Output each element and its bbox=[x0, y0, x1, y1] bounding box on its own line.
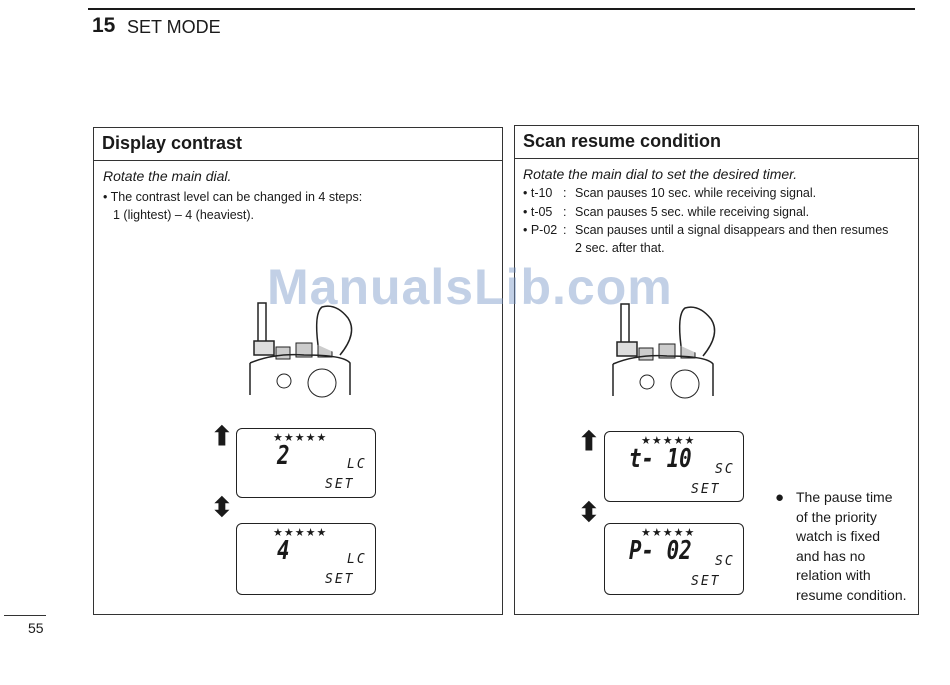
lcd-code: LC bbox=[347, 552, 367, 567]
lcd-set-label: SET bbox=[691, 482, 721, 497]
watermark: ManualsLib.com bbox=[267, 259, 673, 315]
up-down-arrow-icon: ⬍ bbox=[211, 492, 233, 522]
item-sep: : bbox=[563, 186, 567, 200]
note-line: resume condition. bbox=[796, 586, 907, 603]
note-line: and has no bbox=[796, 547, 866, 564]
note-line: watch is fixed bbox=[796, 528, 881, 544]
item-desc-continued: 2 sec. after that. bbox=[575, 241, 665, 255]
instruction-text: Rotate the main dial to set the desired … bbox=[523, 166, 798, 182]
lcd-digit: 2 bbox=[277, 441, 290, 471]
stars-indicator: ★★★★★ bbox=[641, 435, 696, 447]
list-item: • t-05 bbox=[523, 205, 552, 219]
up-arrow-icon: ⬆ bbox=[578, 426, 600, 456]
page-number-rule bbox=[4, 615, 46, 616]
list-item: • P-02 bbox=[523, 223, 557, 237]
item-desc: Scan pauses 5 sec. while receiving signa… bbox=[575, 205, 810, 219]
up-arrow-icon: ⬆ bbox=[211, 421, 233, 451]
section-number: 15 bbox=[92, 14, 116, 37]
panel-title: Scan resume condition bbox=[523, 131, 722, 151]
lcd-digit: P- 02 bbox=[629, 536, 692, 566]
radio-hand-illustration bbox=[249, 302, 353, 398]
panel-header: Display contrast bbox=[94, 128, 502, 161]
top-rule bbox=[88, 8, 915, 10]
contrast-description: • The contrast level can be changed in 4… bbox=[103, 190, 363, 204]
item-code: • t-10 bbox=[523, 186, 553, 200]
stars-indicator: ★★★★★ bbox=[273, 527, 328, 539]
stars-indicator: ★★★★★ bbox=[641, 527, 696, 539]
lcd-display-level-4: ★★★★★ 4 LC SET bbox=[236, 523, 376, 595]
item-code: • t-05 bbox=[523, 205, 553, 219]
display-contrast-panel: Display contrast Rotate the main dial. •… bbox=[93, 127, 503, 615]
section-title: SET MODE bbox=[127, 17, 221, 37]
list-item: • t-10 bbox=[523, 186, 552, 200]
note-line: The pause time bbox=[796, 489, 893, 505]
lcd-code: LC bbox=[347, 457, 367, 472]
pause-time-note: The pause time of the priority watch is … bbox=[796, 488, 907, 605]
note-bullet-icon: ● bbox=[775, 489, 785, 506]
lcd-display-level-2: ★★★★★ 2 LC SET bbox=[236, 428, 376, 498]
lcd-code: SC bbox=[715, 554, 735, 569]
page-number: 55 bbox=[28, 620, 44, 636]
item-sep: : bbox=[563, 223, 567, 237]
lcd-digit: t- 10 bbox=[629, 444, 692, 474]
lcd-display-p02: ★★★★★ P- 02 SC SET bbox=[604, 523, 744, 595]
up-down-arrow-icon: ⬍ bbox=[578, 497, 600, 527]
instruction-text: Rotate the main dial. bbox=[103, 168, 232, 184]
lcd-display-t10: ★★★★★ t- 10 SC SET bbox=[604, 431, 744, 502]
scan-resume-panel: Scan resume condition Rotate the main di… bbox=[514, 125, 919, 615]
item-code: • P-02 bbox=[523, 223, 558, 237]
lcd-set-label: SET bbox=[325, 477, 355, 492]
lcd-code: SC bbox=[715, 462, 735, 477]
panel-title: Display contrast bbox=[102, 133, 243, 153]
item-desc: Scan pauses 10 sec. while receiving sign… bbox=[575, 186, 817, 200]
stars-indicator: ★★★★★ bbox=[273, 432, 328, 444]
panel-header: Scan resume condition bbox=[515, 126, 918, 159]
lcd-set-label: SET bbox=[325, 572, 355, 587]
item-sep: : bbox=[563, 205, 567, 219]
lcd-set-label: SET bbox=[691, 574, 721, 589]
note-line: of the priority bbox=[796, 508, 877, 525]
contrast-range: 1 (lightest) – 4 (heaviest). bbox=[113, 208, 255, 222]
item-desc: Scan pauses until a signal disappears an… bbox=[575, 223, 889, 237]
radio-hand-illustration bbox=[612, 303, 716, 399]
note-line: relation with bbox=[796, 567, 871, 583]
lcd-digit: 4 bbox=[277, 536, 290, 566]
